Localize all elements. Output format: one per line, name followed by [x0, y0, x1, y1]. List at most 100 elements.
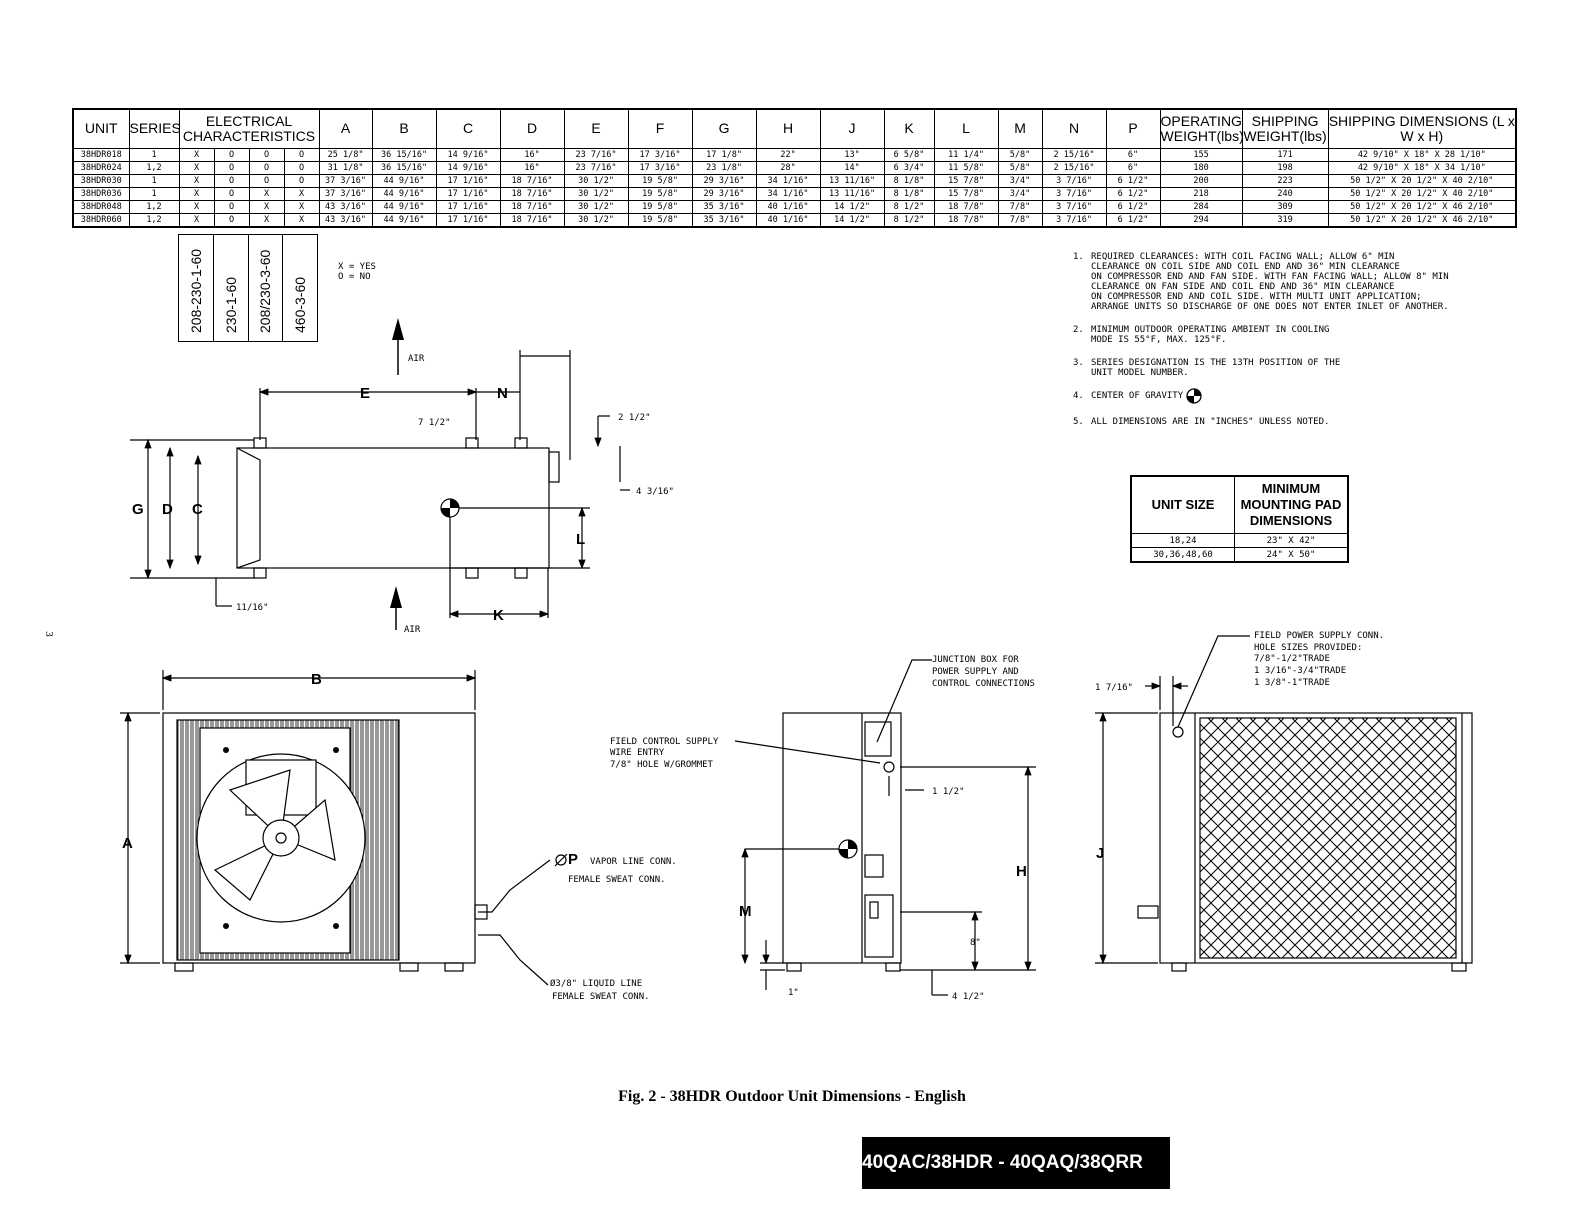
table-cell: 43 3/16" — [318, 212, 373, 227]
table-cell: 35 3/16" — [691, 199, 757, 214]
legend-no: O = NO — [338, 272, 371, 282]
dim-1-7-16: 1 7/16" — [1095, 683, 1133, 693]
dim-1-1-2: 1 1/2" — [932, 787, 965, 797]
rear-view — [1095, 635, 1473, 972]
dim-m: P — [568, 851, 578, 868]
pad-cell: 24" X 50" — [1234, 547, 1349, 563]
table-header: K — [883, 108, 935, 149]
service-valve — [548, 451, 560, 483]
table-cell: 50 1/2" X 20 1/2" X 46 2/10" — [1327, 212, 1517, 227]
note-item: 1.REQUIRED CLEARANCES: WITH COIL FACING … — [1073, 252, 1449, 312]
coil-edge — [236, 447, 261, 569]
table-cell: 7/8" — [997, 199, 1043, 214]
table-cell: 43 3/16" — [318, 199, 373, 214]
table-cell: 6 1/2" — [1105, 199, 1161, 214]
mount-foot — [465, 437, 479, 449]
liquid-callout: Ø3/8" LIQUID LINE — [550, 978, 642, 989]
table-cell: O — [213, 199, 250, 214]
legend-yes: X = YES — [338, 262, 376, 272]
rear-view-body — [1159, 712, 1473, 964]
dim-k: L — [576, 531, 585, 548]
page-number: 3 — [42, 631, 55, 637]
table-cell: 7/8" — [997, 212, 1043, 227]
footer-model-bar: 40QAC/38HDR - 40QAQ/38QRR — [862, 1137, 1170, 1189]
dim-b: B — [311, 671, 322, 688]
panel-screws — [223, 747, 339, 929]
mount-foot — [465, 567, 479, 579]
table-header: D — [499, 108, 565, 149]
dim-g: H — [1016, 863, 1027, 880]
table-header: SERIES — [128, 108, 180, 149]
control-hole — [883, 761, 895, 773]
diameter-icon — [554, 853, 568, 867]
figure-caption: Fig. 2 - 38HDR Outdoor Unit Dimensions -… — [618, 1088, 966, 1105]
legend: X = YES O = NO — [338, 262, 376, 282]
dim-4-3-16: 4 3/16" — [636, 487, 674, 497]
dim-a: A — [122, 835, 133, 852]
electrical-characteristics-labels: 208-230-1-60 230-1-60 208/230-3-60 460-3… — [178, 234, 318, 342]
side-view-body — [782, 712, 902, 964]
note-item: 3.SERIES DESIGNATION IS THE 13TH POSITIO… — [1073, 358, 1341, 378]
center-of-gravity-icon — [440, 498, 460, 518]
dim-e: E — [360, 385, 370, 402]
power-hole — [1172, 726, 1184, 738]
table-cell: 50 1/2" X 20 1/2" X 46 2/10" — [1327, 199, 1517, 214]
dim-f: G — [132, 501, 144, 518]
mount-foot — [253, 567, 267, 579]
pad-cell: 18,24 — [1130, 533, 1235, 548]
table-cell: 44 9/16" — [371, 212, 437, 227]
dim-8: 8" — [970, 938, 981, 948]
table-cell: 309 — [1241, 199, 1329, 214]
mount-foot — [514, 567, 528, 579]
center-of-gravity-icon — [838, 839, 858, 859]
dim-11-16: 11/16" — [236, 603, 269, 613]
table-cell: 44 9/16" — [371, 199, 437, 214]
dim-2-1-2: 2 1/2" — [618, 413, 651, 423]
top-view — [130, 350, 630, 618]
vapor-callout-2: FEMALE SWEAT CONN. — [568, 875, 666, 885]
dim-j: K — [493, 607, 504, 624]
dim-h: J — [1096, 845, 1104, 862]
air-label: AIR — [404, 625, 421, 635]
pad-cell: 23" X 42" — [1234, 533, 1349, 548]
table-cell: X — [248, 199, 285, 214]
dim-l: M — [739, 903, 752, 920]
dim-1: 1" — [788, 988, 799, 998]
notes-list: 1.REQUIRED CLEARANCES: WITH COIL FACING … — [1073, 252, 1513, 440]
table-header: OPERATING WEIGHT(lbs) — [1159, 108, 1243, 149]
table-cell: O — [213, 212, 250, 227]
table-header: P — [1105, 108, 1161, 149]
mount-foot — [514, 437, 528, 449]
table-header: E — [563, 108, 629, 149]
front-view — [120, 670, 551, 986]
table-cell: 14 1/2" — [819, 212, 885, 227]
air-label: AIR — [408, 354, 425, 364]
air-arrow-icon — [390, 318, 404, 630]
note-item: 5.ALL DIMENSIONS ARE IN "INCHES" UNLESS … — [1073, 417, 1330, 427]
table-cell: 18 7/8" — [933, 199, 999, 214]
note-item: 4.CENTER OF GRAVITY — [1073, 388, 1513, 404]
table-header: ELECTRICAL CHARACTERISTICS — [178, 108, 320, 149]
pad-header: MINIMUM MOUNTING PAD DIMENSIONS — [1234, 475, 1349, 534]
dim-4-1-2: 4 1/2" — [952, 992, 985, 1002]
side-view — [734, 659, 1036, 996]
table-cell: 38HDR048 — [72, 199, 130, 214]
table-cell: 17 1/16" — [435, 212, 501, 227]
note-item: 2.MINIMUM OUTDOOR OPERATING AMBIENT IN C… — [1073, 325, 1330, 345]
dim-7-1-2: 7 1/2" — [418, 418, 451, 428]
table-header: C — [435, 108, 501, 149]
liquid-callout-2: FEMALE SWEAT CONN. — [552, 992, 650, 1002]
dim-n: N — [497, 385, 508, 402]
table-cell: X — [283, 199, 320, 214]
center-of-gravity-icon — [1186, 388, 1202, 404]
field-power-callout: FIELD POWER SUPPLY CONN.HOLE SIZES PROVI… — [1254, 631, 1384, 688]
front-view-body — [162, 712, 476, 964]
